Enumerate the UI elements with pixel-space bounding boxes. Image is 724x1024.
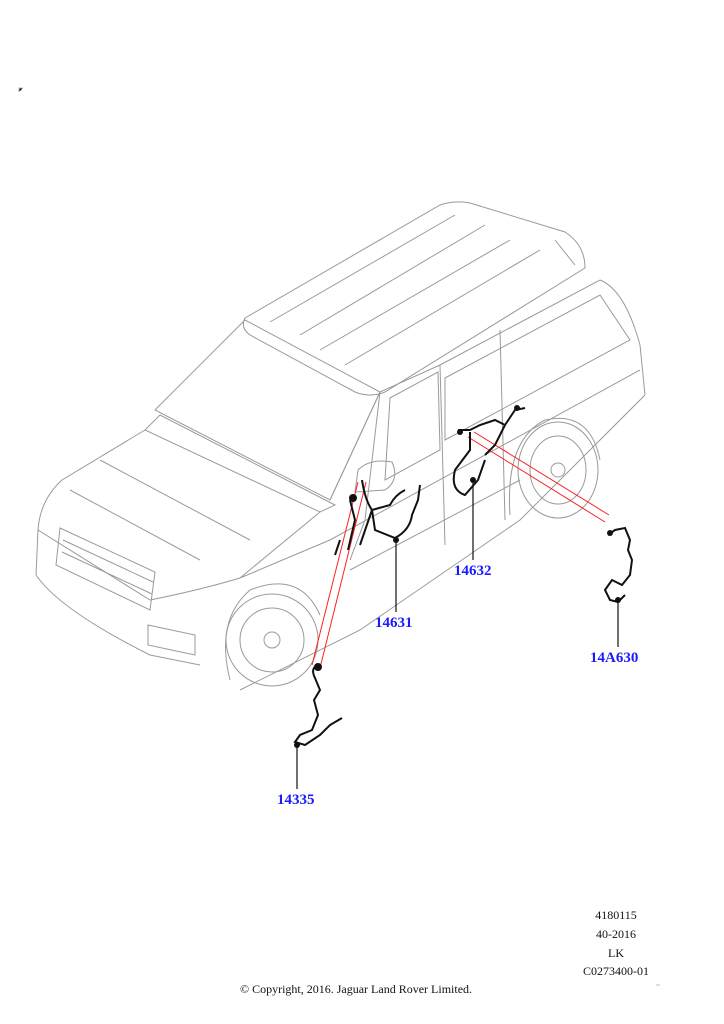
harness-14632 (452, 407, 526, 497)
leader-lines-red (311, 431, 610, 669)
wiring-harnesses (293, 405, 634, 748)
callout-14631[interactable]: 14631 (375, 615, 413, 631)
callout-14632[interactable]: 14632 (454, 563, 492, 579)
meta-code-1: 4180115 (595, 908, 637, 922)
harness-14A630 (603, 526, 634, 604)
meta-code-2: 40-2016 (596, 927, 636, 941)
illustration-id: C0273400-01 (583, 964, 649, 978)
copyright-notice: © Copyright, 2016. Jaguar Land Rover Lim… (239, 982, 473, 996)
corner-marks (18, 87, 660, 986)
harness-14631 (334, 479, 421, 556)
callout-14A630[interactable]: 14A630 (590, 650, 639, 666)
vehicle-outline (35, 201, 646, 691)
callout-14335[interactable]: 14335 (277, 792, 315, 808)
harness-14335 (293, 664, 343, 747)
callout-leaders (296, 480, 619, 789)
meta-code-3: LK (608, 946, 624, 960)
